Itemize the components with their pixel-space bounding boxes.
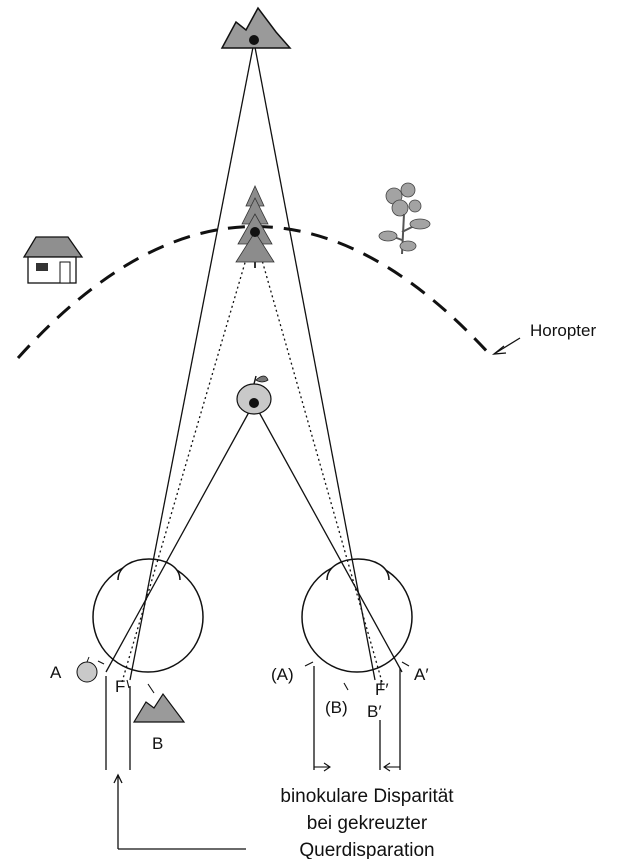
label-b-paren: (B)	[325, 698, 348, 717]
tick-b-left	[147, 683, 155, 694]
tree-icon	[235, 185, 275, 268]
ray-right-to-mountain	[253, 41, 376, 681]
disparity-arrowhead-right	[323, 762, 331, 772]
disparity-arrowhead-left	[383, 762, 391, 772]
small-apple-icon	[76, 656, 98, 683]
caption-line-3: Querdisparation	[299, 840, 434, 859]
ray-right-to-apple	[253, 402, 403, 673]
label-a-right: A′	[414, 665, 429, 684]
ray-left-to-tree	[121, 231, 255, 683]
ray-left-to-mountain	[129, 41, 255, 681]
label-f-left: F	[115, 677, 125, 696]
house-icon	[22, 236, 84, 284]
ray-left-to-apple	[105, 402, 255, 673]
left-eye	[92, 558, 204, 673]
tick-a-paren	[304, 661, 314, 667]
mountain-icon	[220, 6, 292, 49]
label-f-right: F′	[375, 680, 389, 699]
apple-icon	[236, 375, 272, 415]
horopter-label: Horopter	[530, 321, 596, 340]
label-b-right: B′	[367, 702, 382, 721]
label-a-left: A	[50, 663, 62, 682]
caption-line-2: bei gekreuzter	[307, 813, 428, 834]
tick-b-paren	[343, 682, 349, 691]
label-b-left: B	[152, 734, 163, 753]
horopter-arrowhead	[491, 345, 507, 355]
caption-line-1: binokulare Disparität	[280, 786, 454, 807]
right-eye	[301, 558, 413, 673]
label-a-paren: (A)	[271, 665, 294, 684]
tick-f-left	[126, 679, 130, 689]
flower-plant-icon	[378, 182, 431, 255]
small-mountain-icon	[132, 692, 186, 723]
caption-pointer-arrowhead	[113, 773, 123, 784]
tick-a-left	[97, 660, 105, 665]
tick-a-right	[401, 661, 410, 667]
horopter-arc	[16, 225, 495, 360]
